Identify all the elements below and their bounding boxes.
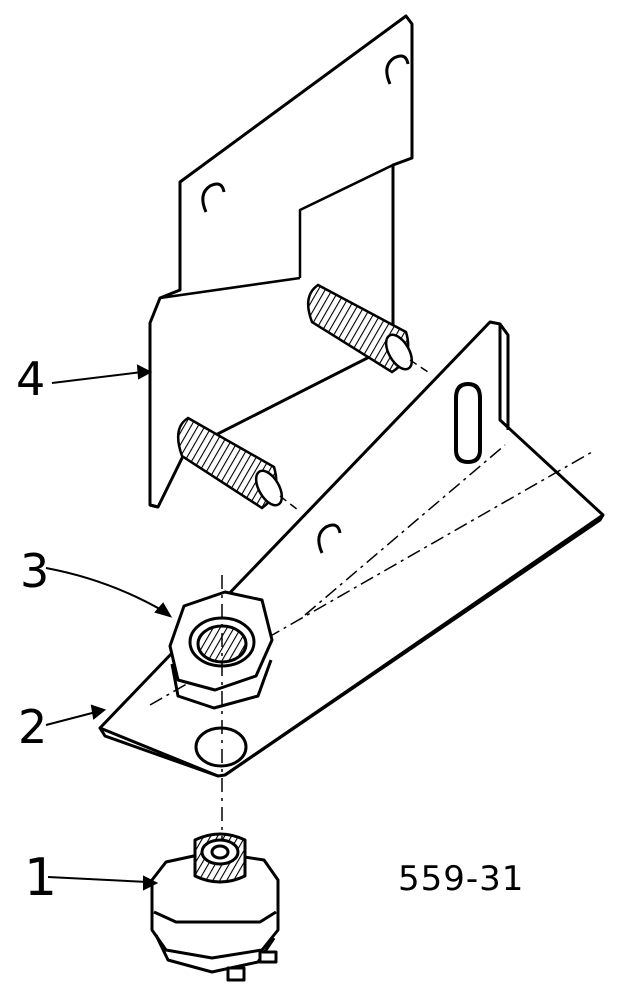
callout-label-4: 4 [16,352,46,406]
sender-unit-part-1 [150,832,280,982]
threaded-stud-lower [176,416,299,511]
mounting-plate-part-4 [148,14,414,509]
callout-label-3: 3 [20,544,50,598]
callout-label-1: 1 [24,848,58,908]
diagram-reference-code: 559-31 [398,859,525,899]
threaded-stud-upper [306,283,429,374]
callout-label-2: 2 [18,700,48,754]
leader-lines [45,364,173,891]
